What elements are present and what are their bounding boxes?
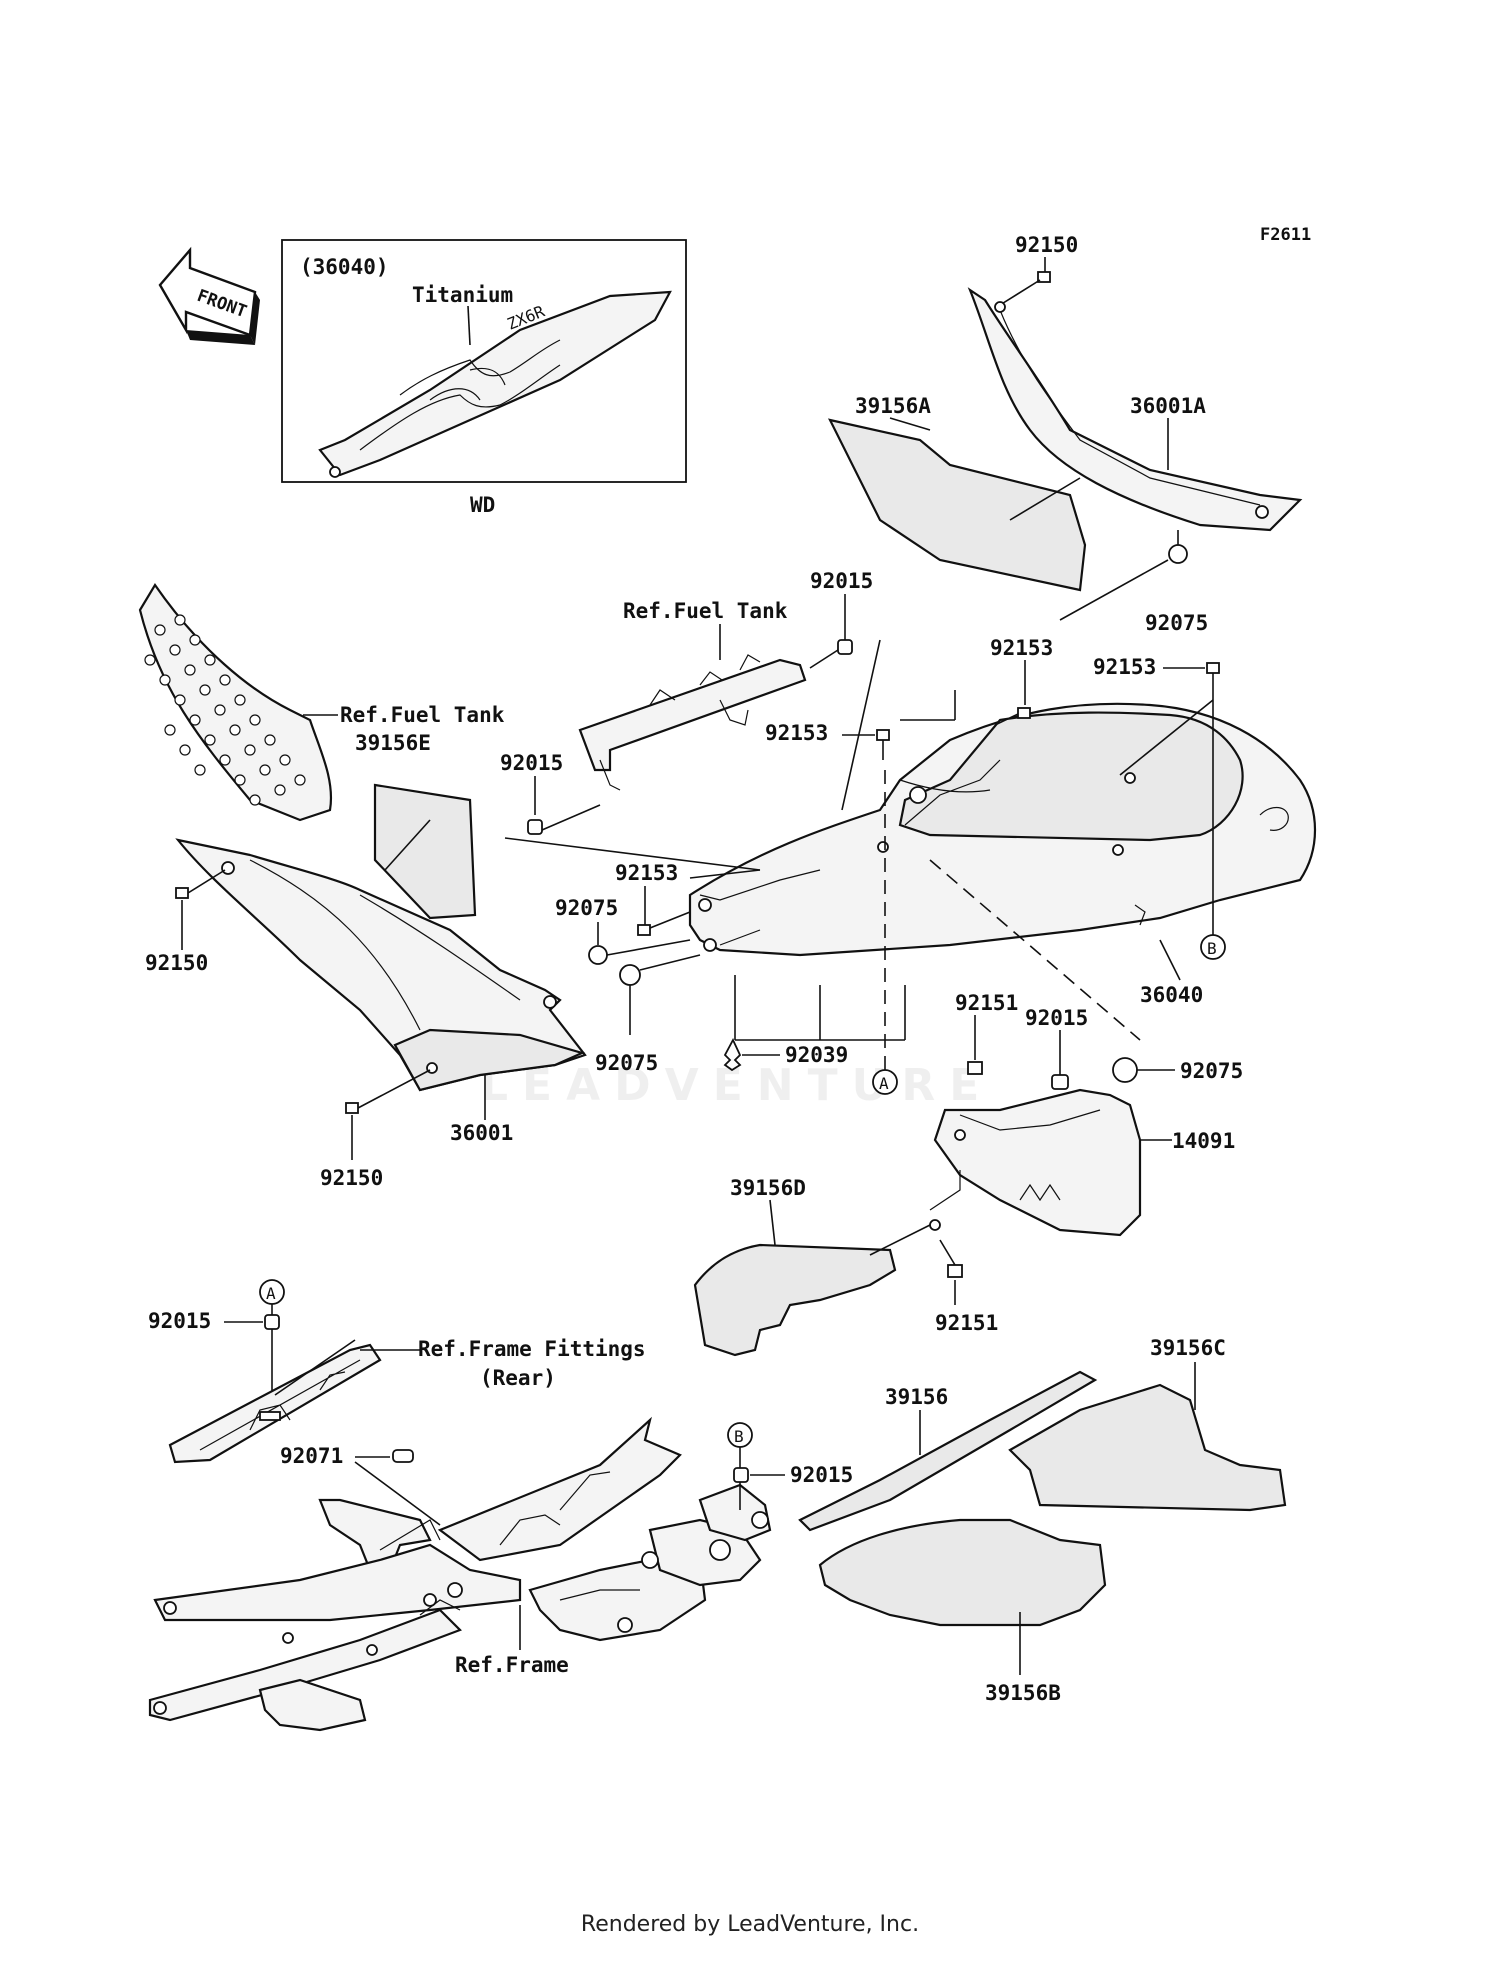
ref-frame: Ref.Frame <box>455 1653 569 1677</box>
label-39156B: 39156B <box>985 1681 1061 1705</box>
label-92015-c: 92015 <box>1025 1006 1088 1030</box>
callout-b-2: B <box>734 1427 744 1446</box>
figure-code: F2611 <box>1260 225 1311 245</box>
label-39156E: 39156E <box>355 731 431 755</box>
label-92153-c: 92153 <box>990 636 1053 660</box>
label-92075-a: 92075 <box>555 896 618 920</box>
label-92075-b: 92075 <box>595 1051 658 1075</box>
label-92015-a: 92015 <box>810 569 873 593</box>
callout-a-1: A <box>879 1074 889 1093</box>
tank-pad-dots <box>144 614 306 806</box>
callout-b-1: B <box>1207 939 1217 958</box>
ref-frame-fittings-2: (Rear) <box>480 1366 556 1390</box>
label-92015-d: 92015 <box>148 1309 211 1333</box>
inset-caption: WD <box>470 493 495 517</box>
front-arrow-icon: FRONT <box>158 246 260 345</box>
label-39156A: 39156A <box>855 394 931 418</box>
label-14091: 14091 <box>1172 1129 1235 1153</box>
inset-box: (36040) Titanium ZX6R <box>281 239 687 483</box>
label-92015-b: 92015 <box>500 751 563 775</box>
ref-frame-fittings-1: Ref.Frame Fittings <box>418 1337 646 1361</box>
inset-ref: (36040) <box>300 255 389 279</box>
label-92150-bottom: 92150 <box>320 1166 383 1190</box>
footer-credit: Rendered by LeadVenture, Inc. <box>580 1912 920 1937</box>
inset-variant: Titanium <box>412 283 513 307</box>
label-36001: 36001 <box>450 1121 513 1145</box>
label-92153-b: 92153 <box>615 861 678 885</box>
label-36001A: 36001A <box>1130 394 1206 418</box>
label-39156C: 39156C <box>1150 1336 1226 1360</box>
callout-a-2: A <box>266 1284 276 1303</box>
label-92075-top: 92075 <box>1145 611 1208 635</box>
label-92071: 92071 <box>280 1444 343 1468</box>
ref-fuel-tank-1: Ref.Fuel Tank <box>623 599 788 623</box>
label-39156D: 39156D <box>730 1176 806 1200</box>
label-36040: 36040 <box>1140 983 1203 1007</box>
label-92151-b: 92151 <box>935 1311 998 1335</box>
label-92075-c: 92075 <box>1180 1059 1243 1083</box>
label-92150-top: 92150 <box>1015 233 1078 257</box>
label-92153-a: 92153 <box>765 721 828 745</box>
ref-fuel-tank-2: Ref.Fuel Tank <box>340 703 505 727</box>
label-92039: 92039 <box>785 1043 848 1067</box>
label-39156: 39156 <box>885 1385 948 1409</box>
label-92015-e: 92015 <box>790 1463 853 1487</box>
label-92151-a: 92151 <box>955 991 1018 1015</box>
label-92150-left: 92150 <box>145 951 208 975</box>
label-92153-d: 92153 <box>1093 655 1156 679</box>
